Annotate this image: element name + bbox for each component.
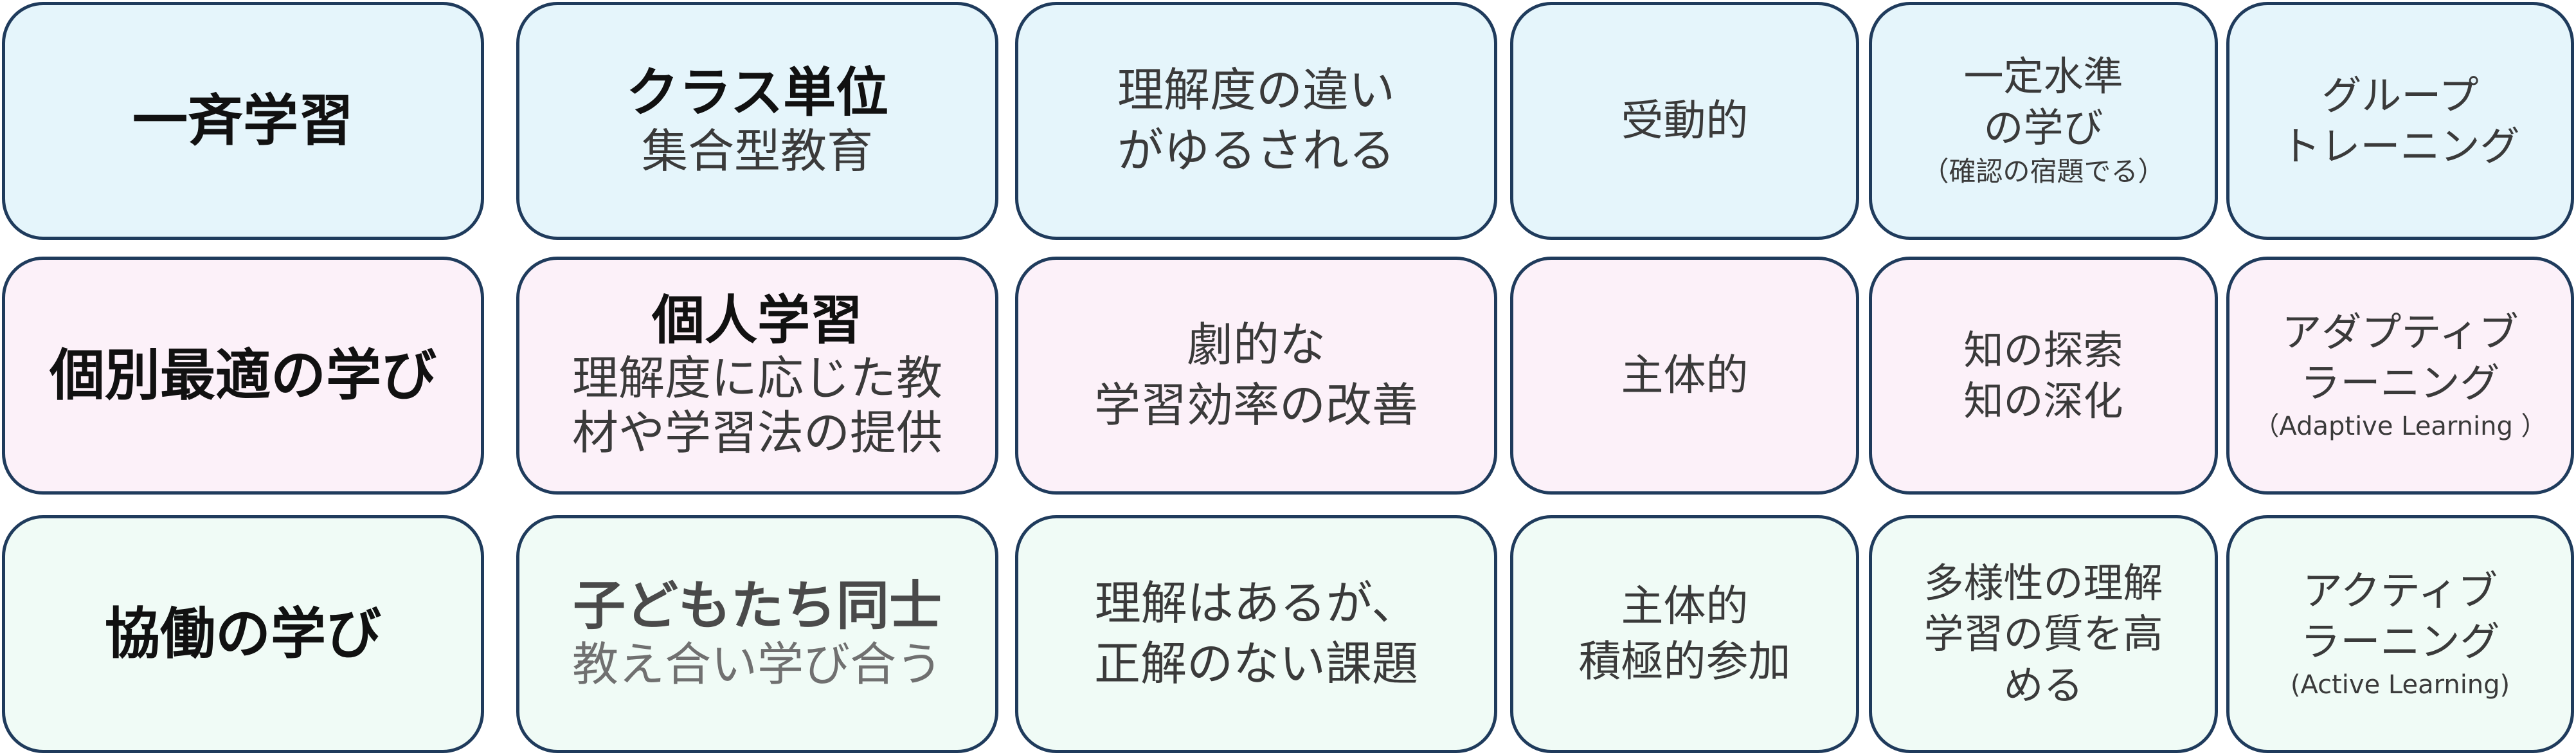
row-3-understanding-line-2: 正解のない課題 <box>1094 637 1418 691</box>
row-3-method-line-1: アクティブ <box>2302 567 2498 614</box>
row-3-outcome-box: 多様性の理解 学習の質を高 める <box>1869 515 2218 753</box>
row-2-understanding-line-1: 劇的な <box>1186 318 1326 372</box>
row-1-format-box: クラス単位 集合型教育 <box>516 2 998 240</box>
row-3-attitude-box: 主体的 積極的参加 <box>1510 515 1859 753</box>
row-1-method-box: グループ トレーニング <box>2226 2 2574 240</box>
row-2-attitude: 主体的 <box>1621 350 1749 401</box>
row-2-method-box: アダプティブ ラーニング （Adaptive Learning ） <box>2226 257 2574 495</box>
row-1-attitude-box: 受動的 <box>1510 2 1859 240</box>
row-3-outcome-line-2: 学習の質を高 <box>1923 610 2163 658</box>
row-3-format-sub: 教え合い学び合う <box>572 637 942 691</box>
row-1-understanding-line-1: 理解度の違い <box>1117 63 1395 118</box>
row-3-understanding-line-1: 理解はあるが、 <box>1094 576 1418 631</box>
row-1-method-line-2: トレーニング <box>2280 123 2520 170</box>
row-2-format-sub-line-1: 理解度に応じた教 <box>572 351 942 406</box>
row-1-name: 一斉学習 <box>132 88 354 153</box>
row-2-method-line-2: ラーニング <box>2300 359 2500 406</box>
row-1-understanding-line-2: がゆるされる <box>1117 123 1395 177</box>
row-1-outcome-line-1: 一定水準 <box>1963 53 2123 100</box>
row-1-outcome-note: （確認の宿題でる） <box>1922 155 2165 187</box>
row-3-format-box: 子どもたち同士 教え合い学び合う <box>516 515 998 753</box>
row-1-format-title: クラス単位 <box>626 62 889 123</box>
row-3-attitude-line-1: 主体的 <box>1621 581 1749 632</box>
row-1-attitude: 受動的 <box>1621 96 1749 146</box>
row-2-format-sub-line-2: 材や学習法の提供 <box>572 406 942 460</box>
row-3-method-box: アクティブ ラーニング (Active Learning) <box>2226 515 2574 753</box>
row-3-format-title: 子どもたち同士 <box>572 575 942 637</box>
row-3-understanding-box: 理解はあるが、 正解のない課題 <box>1015 515 1497 753</box>
row-2-format-box: 個人学習 理解度に応じた教 材や学習法の提供 <box>516 257 998 495</box>
row-3-outcome-line-3: める <box>2003 661 2084 709</box>
row-3-method-note: (Active Learning) <box>2290 670 2510 700</box>
row-3-name-box: 協働の学び <box>2 515 484 753</box>
row-2-understanding-line-2: 学習効率の改善 <box>1094 378 1418 432</box>
row-1-outcome-box: 一定水準 の学び （確認の宿題でる） <box>1869 2 2218 240</box>
row-2-attitude-box: 主体的 <box>1510 257 1859 495</box>
row-2-outcome-box: 知の探索 知の深化 <box>1869 257 2218 495</box>
row-2-format-title: 個人学習 <box>651 289 863 351</box>
row-2-outcome-line-1: 知の探索 <box>1963 326 2123 374</box>
row-1-method-line-1: グループ <box>2321 71 2479 119</box>
row-2-name-box: 個別最適の学び <box>2 257 484 495</box>
row-1-understanding-box: 理解度の違い がゆるされる <box>1015 2 1497 240</box>
row-2-outcome-line-2: 知の深化 <box>1963 378 2123 424</box>
row-1-name-box: 一斉学習 <box>2 2 484 240</box>
row-3-attitude-line-2: 積極的参加 <box>1578 637 1791 686</box>
row-3-method-line-2: ラーニング <box>2300 618 2500 665</box>
row-1-outcome-line-2: の学び <box>1983 104 2103 151</box>
row-2-name: 個別最適の学び <box>50 343 437 408</box>
row-3-name: 協働の学び <box>105 601 381 666</box>
row-1-format-sub: 集合型教育 <box>641 123 873 178</box>
row-2-understanding-box: 劇的な 学習効率の改善 <box>1015 257 1497 495</box>
row-2-method-line-1: アダプティブ <box>2282 308 2519 356</box>
row-2-method-note: （Adaptive Learning ） <box>2253 412 2547 442</box>
row-3-outcome-line-1: 多様性の理解 <box>1923 559 2163 606</box>
